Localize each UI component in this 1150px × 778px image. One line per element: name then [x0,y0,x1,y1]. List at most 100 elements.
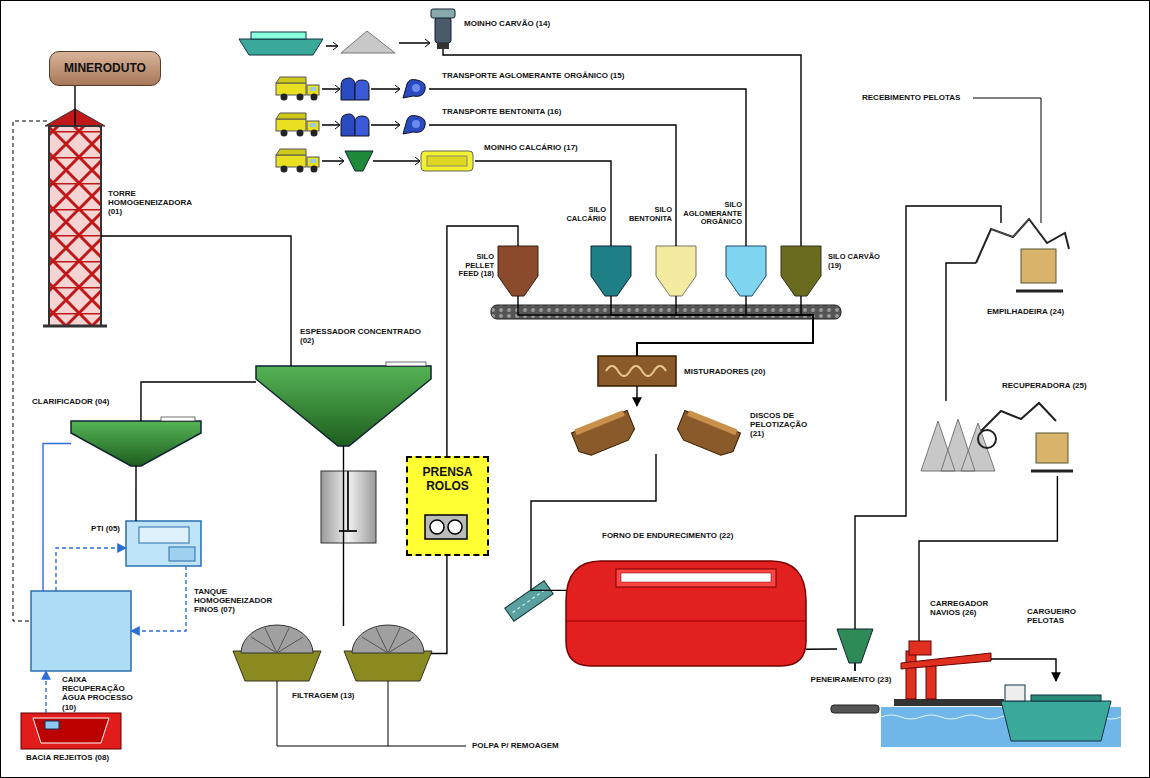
feeder [513,590,546,613]
roller-symbol [430,520,444,534]
equipment-label: PENEIRAMENTO (23) [801,675,901,684]
reclaimer [981,403,1056,431]
crusher-symbol [341,78,369,136]
equipment-node: SILO CALCÁRIO [591,246,631,296]
water-treatment-unit [169,547,195,561]
induration-furnace [566,621,806,622]
equipment-node: FORNO DE ENDURECIMENTO (22) [566,561,806,666]
agitated-tank [339,471,357,531]
equipment-label: SILO CALCÁRIO [551,206,607,223]
equipment-label: SILO CARVÃO (19) [827,253,883,270]
induration-furnace [566,561,806,666]
coal-stockpile [425,39,430,47]
equipment-node: RECUPERADORA (25) [921,401,1076,476]
flow-line [806,648,837,650]
crusher-symbol [341,78,369,100]
flow-line [475,161,611,246]
equipment-node: PTI (05) [126,521,201,566]
pipeline-box: MINERODUTO [49,51,161,86]
reclaimer [978,430,996,448]
coal-mill [431,9,455,49]
pier [894,699,1004,706]
ore-carrier [1001,685,1111,741]
flow-note: TANQUE HOMOGENEIZADOR FINOS (07) [193,587,263,615]
disc-filter [251,628,303,653]
truck-row [276,149,319,173]
reclaimer [1031,470,1073,473]
water-treatment-unit [126,521,201,566]
pelletizing-disc [674,409,741,459]
conveyor-belt [491,305,841,319]
limestone-hopper [345,151,373,171]
feeder [505,581,553,622]
equipment-node: BACIA REJEITOS (08) [21,713,121,749]
equipment-label: RECUPERADORA (25) [1001,381,1091,390]
silo-symbol [591,246,631,296]
thickening-tower [43,325,107,328]
equipment-label: SILO PELLET FEED (18) [451,253,495,279]
equipment-node: ESPESSADOR CONCENTRADO (02) [256,366,431,446]
flow-line [43,444,71,592]
screen [854,663,856,671]
raw-material-ship [239,32,338,55]
mixer [606,366,666,376]
flow-line [637,296,813,356]
equipment-label: FILTRAGEM (13) [291,691,381,700]
truck-row [276,77,420,173]
raw-material-ship [251,32,306,39]
equipment-label: EMPILHADEIRA (24) [986,307,1076,316]
flow-line [518,296,813,356]
disc-filter [352,625,424,653]
filtrate-line [277,681,466,746]
pelletizing-disc [571,410,637,458]
equipment-node: CARREGADOR NAVIOS (26) [901,641,991,701]
coal-mill [431,9,455,18]
agitated-tank [321,471,376,543]
coal-mill [437,43,449,49]
reclaimer [978,403,1073,471]
flow-line [611,296,813,356]
equipment-node: SILO AGLOMERANTE ORGÂNICO [726,246,766,296]
equipment-label: CARREGADOR NAVIOS (26) [929,599,1004,617]
box-label: PRENSA ROLOS [408,466,487,494]
disc-filter [233,625,432,681]
screen [837,629,873,663]
flow-line [101,236,291,366]
pump-symbol [403,80,425,99]
induration-furnace [566,561,806,666]
pelletizing-disc [687,410,737,435]
flow-line [431,556,447,654]
equipment-label: CLARIFICADOR (04) [31,397,111,406]
equipment-label: TORRE HOMOGENEIZADORA (01) [107,189,187,217]
disc-filter [344,651,432,681]
roller-symbol [448,520,462,534]
equipment-label: CAIXA RECUPERAÇÃO ÁGUA PROCESSO (10) [61,675,141,712]
equipment-node: TRANSPORTE BENTONITA (16) [399,114,429,136]
equipment-label: DISCOS DE PELOTIZAÇÃO (21) [749,411,821,439]
flow-line [56,548,126,591]
equipment-node: TORRE HOMOGENEIZADORA (01) [49,126,101,326]
equipment-node: EMPILHADEIRA (24) [976,223,1076,303]
silo-symbol [498,246,538,296]
silo-symbol [781,246,821,296]
limestone-mill [421,151,473,171]
induration-furnace [621,573,771,582]
clarifier-tank [71,421,201,466]
water-treatment-unit [139,527,189,543]
equipment-node: PENEIRAMENTO (23) [837,629,873,669]
equipment-label: TRANSPORTE AGLOMERANTE ORGÂNICO (15) [441,71,671,80]
pipeline-feed-line [13,121,47,621]
pier [894,699,1004,706]
induration-furnace [616,569,776,587]
flow-line [429,89,746,246]
limestone-hopper [345,151,373,171]
flow-line [429,125,676,246]
equipment-label: MOINHO CALCÁRIO (17) [483,143,633,152]
pelletizing-disc [674,410,740,458]
agitated-tank [321,471,376,543]
roller-symbol [425,515,467,539]
equipment-node: SILO BENTONITA [656,246,696,296]
